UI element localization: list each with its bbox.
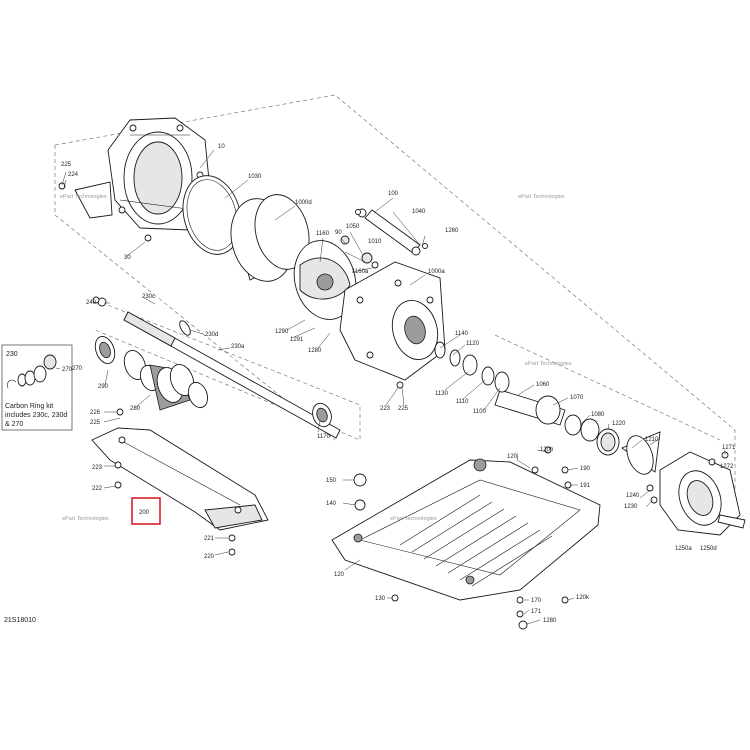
callout-title: 230 bbox=[6, 351, 18, 358]
part-label: 1272 bbox=[720, 464, 734, 470]
impeller-ring-1000d[interactable] bbox=[222, 189, 317, 289]
watermarks: ePart Technologies ePart Technologies eP… bbox=[60, 194, 572, 522]
part-label: 220 bbox=[204, 554, 215, 560]
part-label: 1050 bbox=[346, 224, 360, 230]
part-label: 1010 bbox=[368, 239, 382, 245]
part-label: 140 bbox=[326, 501, 337, 507]
bearing-1170[interactable] bbox=[309, 401, 334, 430]
part-label: 230c bbox=[142, 294, 155, 300]
impeller-1160[interactable] bbox=[286, 234, 365, 327]
part-label: 1250a bbox=[675, 546, 692, 552]
support-bracket-200[interactable] bbox=[91, 427, 269, 531]
part-label: 225 bbox=[90, 420, 101, 426]
part-label: 1160a bbox=[352, 269, 369, 275]
shaft-seal-stack[interactable] bbox=[434, 341, 620, 456]
part-label: 290 bbox=[98, 384, 109, 390]
part-label: 226 bbox=[90, 410, 101, 416]
part-label: 1130 bbox=[435, 391, 449, 397]
part-label: 270 bbox=[72, 366, 83, 372]
part-label: 120h bbox=[540, 447, 553, 453]
part-label: 120k bbox=[576, 595, 590, 601]
part-label: 1271 bbox=[722, 445, 736, 451]
fasteners bbox=[58, 182, 729, 630]
diagram-reference-code: 21S18010 bbox=[4, 617, 36, 624]
part-label: 1110 bbox=[456, 399, 469, 405]
part-label: 100 bbox=[388, 191, 399, 197]
part-label: 1030 bbox=[248, 174, 262, 180]
part-label: 191 bbox=[580, 483, 591, 489]
part-label: 1100 bbox=[473, 409, 487, 415]
watermark: ePart Technologies bbox=[60, 194, 107, 200]
part-label: 1280 bbox=[543, 618, 557, 624]
part-label: 240 bbox=[86, 300, 97, 306]
part-label: 1291 bbox=[290, 337, 304, 343]
part-label: 230d bbox=[205, 332, 218, 338]
stator-housing-1000a[interactable] bbox=[339, 261, 446, 381]
part-label: 280 bbox=[130, 406, 141, 412]
part-label: 1240 bbox=[626, 493, 640, 499]
small-parts-cluster bbox=[340, 209, 428, 269]
assembly-boundary-lines bbox=[54, 94, 736, 500]
part-label: 1230 bbox=[624, 504, 638, 510]
part-label: 223 bbox=[380, 406, 391, 412]
part-label: 170 bbox=[531, 598, 542, 604]
part-label: 230a bbox=[231, 344, 245, 350]
watermark: ePart Technologies bbox=[518, 194, 565, 200]
tube-1040[interactable] bbox=[357, 208, 421, 256]
part-label: 30 bbox=[124, 255, 131, 261]
drive-shaft-230[interactable] bbox=[97, 297, 341, 439]
part-label: 1170 bbox=[317, 434, 331, 440]
part-label: 1210 bbox=[645, 437, 659, 443]
part-label: 1220 bbox=[612, 421, 626, 427]
part-label: 1080 bbox=[591, 412, 605, 418]
callout-note: includes 230c, 230d bbox=[5, 412, 67, 419]
highlighted-part-200[interactable]: 200 bbox=[131, 497, 161, 525]
part-label: 225 bbox=[398, 406, 409, 412]
part-label: 120 bbox=[334, 572, 345, 578]
callout-note: Carbon Ring kit bbox=[5, 403, 53, 410]
part-label: 1000d bbox=[295, 200, 312, 206]
callout-note: & 270 bbox=[5, 421, 23, 428]
part-label: 1070 bbox=[570, 395, 584, 401]
part-label: 1040 bbox=[412, 209, 426, 215]
part-label: 1140 bbox=[455, 331, 469, 337]
watermark: ePart Technologies bbox=[390, 516, 437, 522]
callout-part-label: 270 bbox=[62, 367, 73, 373]
part-label: 1260 bbox=[445, 228, 459, 234]
cone-1210[interactable] bbox=[621, 431, 661, 478]
part-label: 221 bbox=[204, 536, 215, 542]
watermark: ePart Technologies bbox=[525, 361, 572, 367]
part-labels: 10 1030 100 1040 1000d 1260 90 1050 1160… bbox=[61, 144, 736, 624]
ride-plate-fins bbox=[399, 494, 553, 587]
nozzle-1250[interactable] bbox=[659, 451, 746, 536]
carbon-ring-callout: 230 270 Carbon Ring kit includes 230c, 2… bbox=[1, 344, 73, 431]
watermark: ePart Technologies bbox=[62, 516, 109, 522]
part-label: 190 bbox=[580, 466, 591, 472]
part-label: 10 bbox=[218, 144, 225, 150]
part-label: 120j bbox=[507, 454, 518, 460]
part-label: 1280 bbox=[308, 348, 322, 354]
part-label: 1290 bbox=[275, 329, 289, 335]
part-label: 1000a bbox=[428, 269, 445, 275]
part-label: 1160 bbox=[316, 231, 330, 237]
part-label: 130 bbox=[375, 596, 386, 602]
part-label: 224 bbox=[68, 172, 79, 178]
part-label: 150 bbox=[326, 478, 337, 484]
part-label: 1060 bbox=[536, 382, 550, 388]
boot-clamp-group[interactable] bbox=[92, 334, 211, 411]
part-label: 225 bbox=[61, 162, 72, 168]
part-label: 1250d bbox=[700, 546, 717, 552]
leader-lines bbox=[61, 149, 726, 625]
ride-plate-120[interactable] bbox=[331, 458, 601, 601]
part-label: 222 bbox=[92, 486, 103, 492]
part-label: 223 bbox=[92, 465, 103, 471]
part-label: 1120 bbox=[466, 341, 480, 347]
part-label: 90 bbox=[335, 230, 342, 236]
highlighted-part-label: 200 bbox=[139, 510, 150, 516]
part-label: 171 bbox=[531, 609, 542, 615]
